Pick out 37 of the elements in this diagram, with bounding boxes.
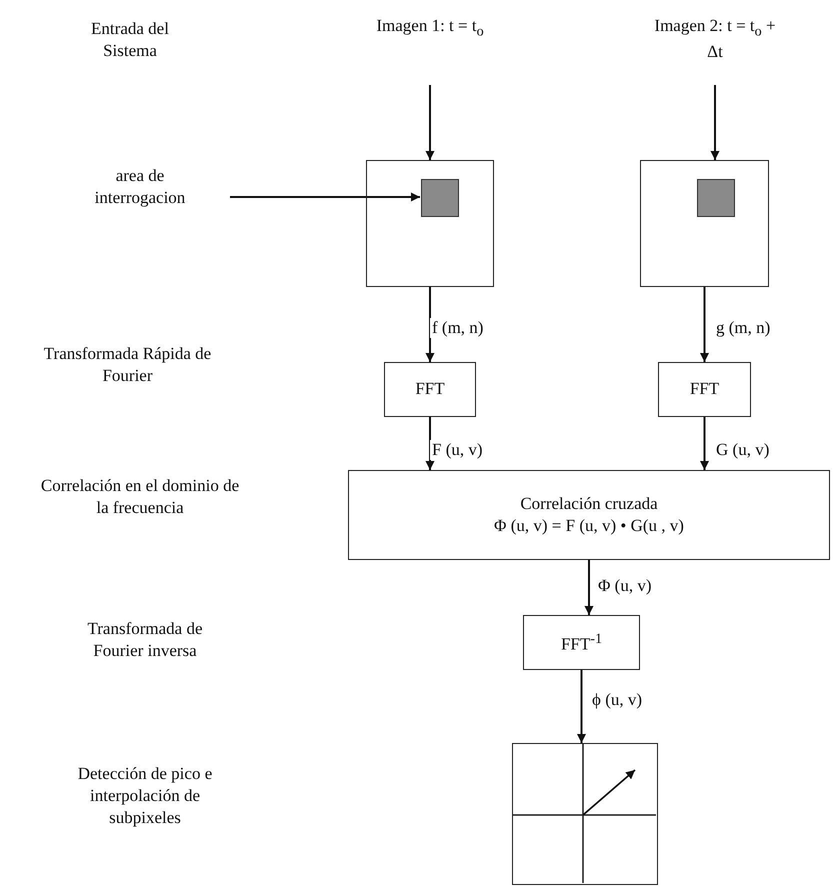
image-frame bbox=[366, 160, 494, 287]
arrow bbox=[584, 560, 594, 615]
edge-label: F (u, v) bbox=[430, 440, 485, 460]
box-text: Correlación cruzada bbox=[520, 492, 658, 515]
stage-label: Correlación en el dominio de la frecuencia bbox=[40, 475, 240, 520]
image-frame bbox=[640, 160, 769, 287]
arrow bbox=[426, 417, 434, 470]
interrogation-area-square bbox=[697, 179, 735, 217]
arrow bbox=[710, 85, 720, 160]
process-box bbox=[523, 615, 640, 670]
box-text: FFT bbox=[415, 378, 445, 400]
edge-label: G (u, v) bbox=[714, 440, 772, 460]
edge-label: g (m, n) bbox=[714, 318, 772, 338]
box-text: FFT$^{-1}$ bbox=[560, 630, 602, 656]
arrow bbox=[700, 287, 709, 362]
stage-label: Entrada del Sistema bbox=[90, 18, 170, 62]
edge-label: f (m, n) bbox=[430, 318, 486, 338]
interrogation-area-square bbox=[421, 179, 459, 217]
box-text: Φ (u, v) = F (u, v) • G(u , v) bbox=[494, 515, 684, 537]
edge-label: Φ (u, v) bbox=[596, 576, 654, 596]
edge-label: ϕ (u, v) bbox=[590, 690, 644, 710]
arrow bbox=[577, 670, 586, 743]
process-box bbox=[658, 362, 751, 417]
stage-label: Detección de pico e interpolación de subpixeles bbox=[76, 763, 214, 830]
arrow bbox=[230, 192, 420, 202]
node-text: Imagen 1: t = t$_{o}$ bbox=[375, 15, 485, 41]
box-text: FFT bbox=[690, 378, 720, 400]
arrow bbox=[700, 417, 709, 470]
pixel-grid-box bbox=[512, 743, 658, 885]
stage-label: Transformada Rápida de Fourier bbox=[42, 343, 212, 388]
arrow bbox=[426, 85, 434, 160]
node-text: Imagen 2: t = t$_{o}$ + Δt bbox=[653, 15, 777, 63]
process-box bbox=[384, 362, 476, 417]
arrow bbox=[426, 287, 434, 362]
process-box bbox=[348, 470, 830, 560]
stage-label: Transformada de Fourier inversa bbox=[86, 618, 204, 662]
node-text: area de interrogacion bbox=[94, 165, 186, 210]
